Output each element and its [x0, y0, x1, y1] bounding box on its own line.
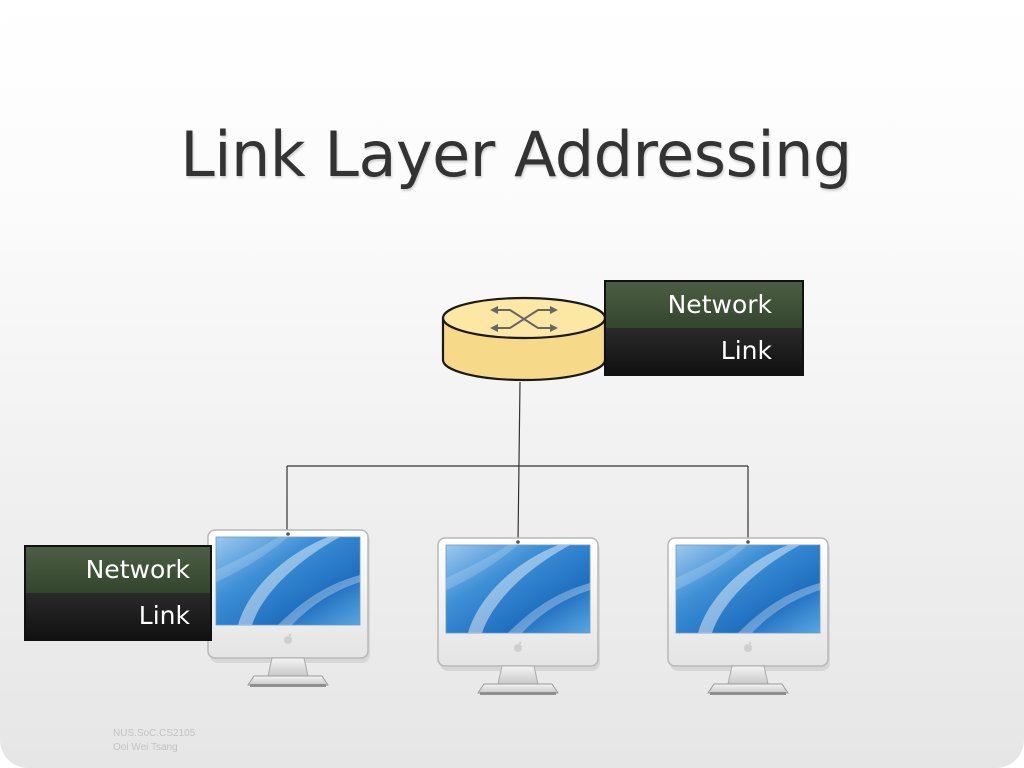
footer-author: Ooi Wei Tsang	[113, 742, 178, 753]
slide-footer: NUS.SoC.CS2105 Ooi Wei Tsang	[113, 727, 195, 755]
network-links	[286, 381, 749, 543]
router-protocol-stack: Network Link	[604, 280, 804, 376]
slide-title: Link Layer Addressing	[180, 118, 852, 191]
host-computer-3-icon	[667, 537, 831, 696]
router-icon	[441, 296, 607, 382]
host-computer-2-icon	[437, 537, 601, 696]
host-link-layer: Link	[26, 593, 210, 639]
footer-course: NUS.SoC.CS2105	[113, 728, 196, 739]
router-uplink-line	[517, 381, 521, 543]
host-computer-1-icon	[207, 529, 371, 688]
router-link-layer: Link	[606, 328, 802, 374]
host-protocol-stack: Network Link	[24, 545, 212, 641]
host-network-layer: Network	[26, 547, 210, 593]
router-network-layer: Network	[606, 282, 802, 328]
